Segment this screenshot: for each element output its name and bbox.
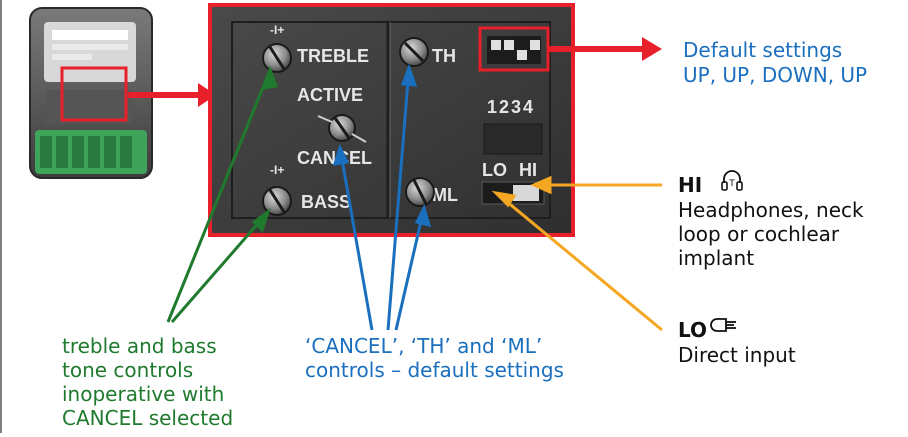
lo-desc: Direct input xyxy=(678,343,796,367)
bass-plusminus: -I+ xyxy=(270,163,284,177)
switch-recess xyxy=(483,123,543,155)
th-knob xyxy=(399,37,429,67)
headphones-icon: T xyxy=(721,170,743,191)
active-label: ACTIVE xyxy=(297,85,363,105)
switch-numbers: 1234 xyxy=(487,97,535,117)
red-arrow-thumb xyxy=(128,83,216,107)
cancel-note-line2: controls – default settings xyxy=(305,358,564,382)
tone-note-line3: inoperative with xyxy=(62,382,225,406)
cancel-label: CANCEL xyxy=(297,148,372,168)
orange-arrows xyxy=(491,175,663,332)
bass-label: BASS xyxy=(301,192,351,212)
green-arrows xyxy=(166,65,279,323)
lo-title: LO xyxy=(678,318,708,342)
default-settings-values: UP, UP, DOWN, UP xyxy=(683,63,868,87)
ml-knob xyxy=(405,177,435,207)
treble-plusminus: -I+ xyxy=(270,23,284,37)
svg-text:T: T xyxy=(728,179,735,189)
tone-note-line2: tone controls xyxy=(62,358,194,382)
lo-label: LO xyxy=(482,160,507,180)
hi-title: HI xyxy=(678,173,703,197)
lo-hi-switch xyxy=(481,181,545,205)
treble-knob xyxy=(262,43,292,73)
hi-desc-line2: loop or cochlear xyxy=(678,222,840,246)
treble-label: TREBLE xyxy=(297,46,369,66)
hi-label: HI xyxy=(519,160,537,180)
ml-label: ML xyxy=(432,185,458,205)
red-arrow-default xyxy=(548,37,662,61)
th-label: TH xyxy=(432,46,456,66)
hi-desc-line1: Headphones, neck xyxy=(678,198,864,222)
tone-note-line1: treble and bass xyxy=(62,334,217,358)
default-settings-title: Default settings xyxy=(683,38,843,62)
thumbnail-highlight-box xyxy=(60,66,128,122)
tone-note-line4: CANCEL selected xyxy=(62,406,234,430)
hi-desc-line3: implant xyxy=(678,246,755,270)
device-thumbnail xyxy=(29,7,153,179)
active-cancel-knob xyxy=(317,114,367,143)
cancel-note-line1: ‘CANCEL’, ‘TH’ and ‘ML’ xyxy=(305,334,543,358)
blue-arrows xyxy=(332,63,432,331)
bass-knob xyxy=(262,186,292,216)
direct-input-plug-icon xyxy=(710,318,736,332)
